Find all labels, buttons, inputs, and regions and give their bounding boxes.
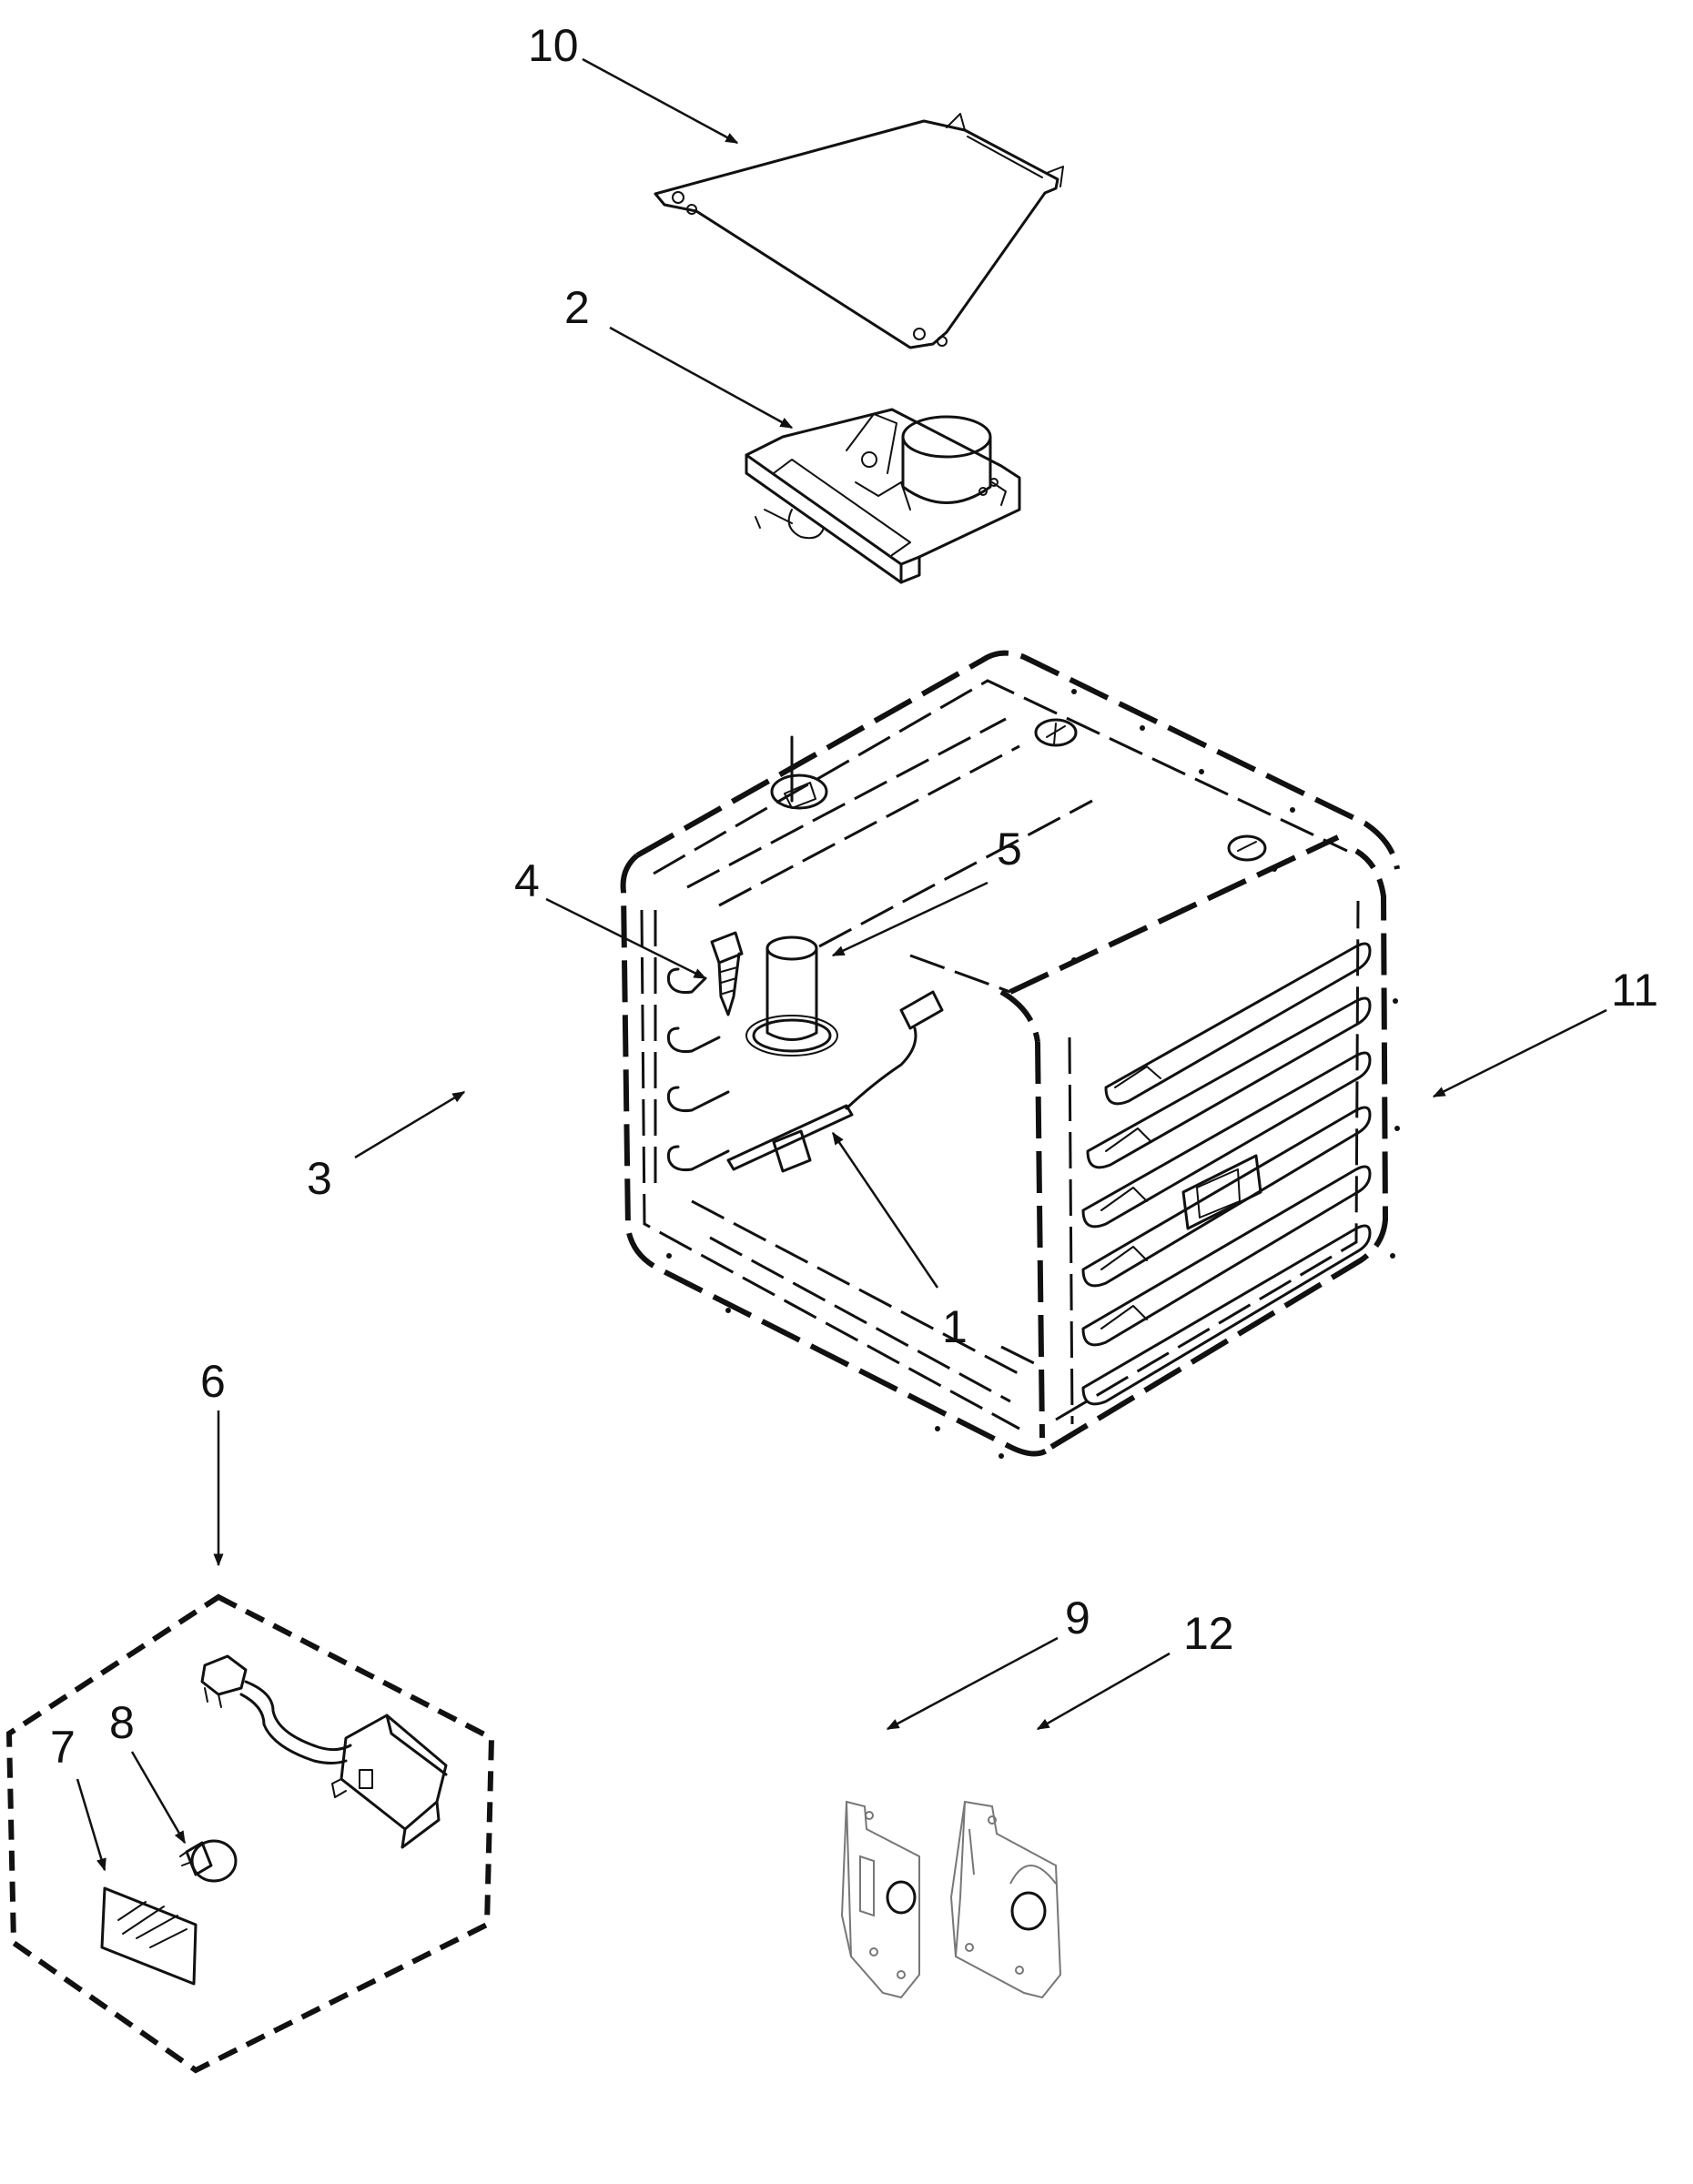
part-8-bulb [179,1839,238,1883]
oven-cavity-frame [620,650,1400,1459]
part-7-lens [100,1886,198,1986]
part-2-door-lock-assembly [745,408,1021,584]
arrow-7 [76,1778,106,1872]
part-6-light-kit [5,1593,495,2074]
part-4-screw [710,931,744,1016]
arrow-11 [1432,1008,1607,1098]
callout-5: 5 [997,824,1022,875]
arrow-9 [886,1636,1059,1731]
callout-3: 3 [307,1153,332,1204]
arrow-4 [545,897,707,980]
arrow-12 [1036,1652,1171,1731]
callout-2: 2 [564,282,590,333]
arrow-10 [582,57,739,145]
callout-9: 9 [1065,1592,1090,1643]
arrow-3 [354,1090,466,1159]
callout-10: 10 [528,20,579,71]
arrow-5 [831,881,988,957]
callout-6: 6 [200,1356,226,1407]
part-9-hinge [840,1800,920,1999]
part-1-temperature-sensor [726,990,944,1173]
part-10-top-plate [654,113,1064,349]
arrow-8 [130,1751,187,1845]
part-12-hinge [949,1800,1062,1999]
part-5-light-housing [745,935,838,1057]
arrow-1 [831,1131,939,1289]
arrow-2 [609,326,794,430]
callout-11: 11 [1611,965,1658,1016]
callout-labels: 10 2 4 5 3 1 11 6 8 7 9 12 [50,20,1658,1773]
callout-4: 4 [514,855,540,906]
callout-7: 7 [50,1722,76,1773]
leader-arrows [76,57,1607,1872]
callout-8: 8 [109,1697,135,1748]
callout-1: 1 [942,1301,968,1352]
callout-12: 12 [1183,1608,1234,1659]
